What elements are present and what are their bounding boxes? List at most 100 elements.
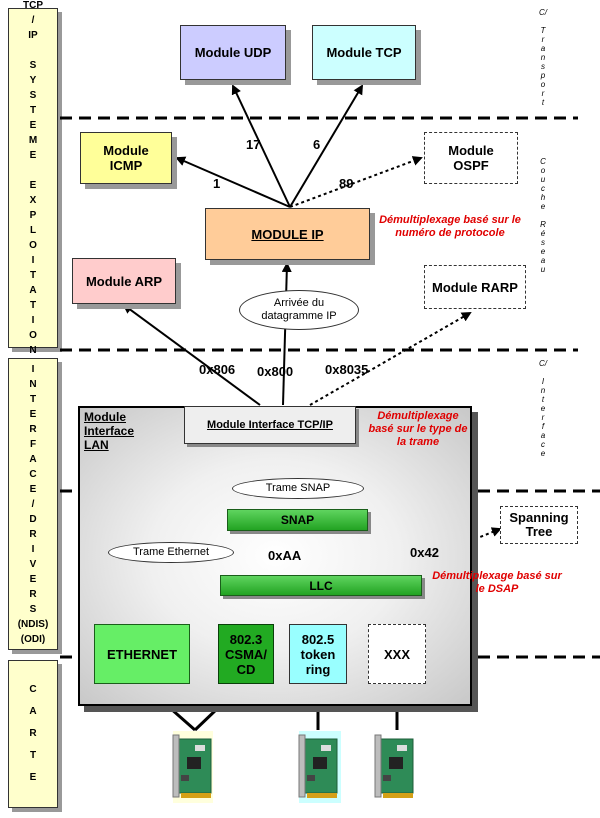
module-interface-tcpip-label: Module Interface TCP/IP [207, 419, 333, 431]
label-transport-char [538, 17, 548, 26]
label-transport-char: p [540, 71, 546, 80]
module-rarp: Module RARP [424, 265, 526, 309]
label-reseau-char: R [540, 220, 546, 229]
label-interface-char [538, 368, 548, 377]
label-udp-protocol: 17 [246, 137, 261, 152]
label-transport-char: n [540, 53, 546, 62]
label-reseau-char: u [540, 265, 546, 274]
label-interface-char: I [541, 377, 545, 386]
layer-tcpip-char: S [29, 90, 37, 101]
driver-ethernet-label: ETHERNET [106, 646, 178, 662]
label-stp-sap: 0x42 [410, 545, 439, 560]
label-transport-char: a [540, 44, 546, 53]
network-card-2-icon [298, 731, 341, 803]
arrow-iface-rarp [309, 312, 472, 406]
label-interface-char: r [541, 413, 545, 422]
label-interface-char: n [540, 386, 546, 395]
module-snap: SNAP [227, 509, 368, 531]
label-reseau-char [538, 211, 548, 220]
layer-interface-char: R [29, 528, 37, 540]
label-transport-char: r [541, 89, 545, 98]
layer-tcpip-char: TCP [23, 0, 43, 11]
layer-tcpip-char: S [29, 60, 37, 71]
driver-xxx: XXX [368, 624, 426, 684]
module-ip: MODULE IP [205, 208, 370, 260]
driver-csma-cd-label: 802.3 CSMA/ CD [225, 631, 267, 677]
note-demux-protocol: Démultiplexage basé sur le numéro de pro… [379, 214, 521, 239]
layer-interface-char: E [29, 573, 37, 585]
driver-token-ring-label: 802.5 token ring [300, 631, 336, 677]
ellipse-arrivee-label: Arrivée du datagramme IP [261, 297, 337, 322]
layer-interface-char: T [29, 393, 37, 405]
label-interface-char: C/ [539, 359, 547, 368]
module-icmp-label: Module ICMP [103, 143, 149, 173]
label-ospf-protocol: 89 [339, 176, 354, 191]
module-udp: Module UDP [180, 25, 286, 80]
layer-tcpip-char: T [29, 270, 37, 281]
layer-interface-char: E [29, 483, 37, 495]
label-reseau-char: a [540, 256, 546, 265]
layer-interface-char: I [31, 363, 35, 375]
layer-interface-char: R [29, 588, 37, 600]
label-interface-char: a [540, 431, 546, 440]
label-reseau-char: h [540, 193, 546, 202]
module-ospf-label: Module OSPF [448, 143, 494, 173]
module-arp: Module ARP [72, 258, 176, 304]
network-card-3-icon [374, 731, 415, 803]
layer-tcpip-char: I [31, 315, 35, 326]
module-spanning-tree-label: Spanning Tree [509, 510, 569, 539]
driver-xxx-label: XXX [383, 646, 410, 662]
layer-interface-char: I [31, 543, 35, 555]
arrow-ip-tcp [289, 84, 364, 208]
module-llc: LLC [220, 575, 422, 596]
module-rarp-label: Module RARP [432, 279, 518, 295]
label-interface-char: c [541, 440, 545, 449]
layer-tcpip-char: A [29, 285, 37, 296]
layer-tcpip-char: I [31, 255, 35, 266]
layer-tcpip-char: L [29, 225, 37, 236]
layer-interface-char: D [29, 513, 37, 525]
arrow-iface-arp [122, 303, 261, 406]
layer-interface-char: F [29, 438, 37, 450]
driver-ethernet: ETHERNET [94, 624, 190, 684]
layer-tcpip-char: / [31, 15, 35, 26]
layer-interface-char: A [29, 453, 37, 465]
module-spanning-tree: Spanning Tree [500, 506, 578, 544]
layer-carte-char: R [29, 728, 37, 739]
label-interface-char: e [540, 404, 546, 413]
network-card-1-icon [172, 731, 213, 803]
label-reseau-char: C [540, 157, 546, 166]
layer-tcpip-char: X [29, 195, 37, 206]
module-arp-label: Module ARP [85, 273, 163, 289]
layer-tcpip-char: M [28, 135, 38, 146]
layer-carte-char: C [29, 684, 37, 695]
label-reseau-char: o [540, 166, 546, 175]
ellipse-arrivee-datagramme: Arrivée du datagramme IP [239, 290, 359, 330]
label-tcp-protocol: 6 [313, 137, 321, 152]
layer-interface-char: / [31, 498, 35, 510]
module-snap-label: SNAP [280, 513, 315, 527]
layer-interface-char: (ODI) [20, 633, 46, 645]
ellipse-trame-snap-label: Trame SNAP [265, 482, 331, 494]
arrow-iface-ip [281, 262, 292, 406]
label-reseau-char: s [541, 238, 545, 247]
module-tcp-label: Module TCP [326, 45, 402, 60]
label-reseau-char: é [540, 229, 546, 238]
module-interface-tcpip: Module Interface TCP/IP [184, 406, 356, 444]
layer-tcpip-char: E [29, 150, 37, 161]
label-transport-char: s [541, 62, 545, 71]
label-transport-char: r [541, 35, 545, 44]
layer-carte-char: T [29, 750, 37, 761]
label-arp-type: 0x806 [199, 362, 236, 377]
layer-tcpip-char: P [29, 210, 37, 221]
label-transport-char: T [540, 26, 546, 35]
layer-tcpip-char: T [29, 300, 37, 311]
arrow-ip-udp [231, 84, 291, 208]
label-reseau-char: e [540, 247, 546, 256]
ellipse-trame-snap: Trame SNAP [232, 478, 364, 499]
layer-tcpip-char: E [29, 120, 37, 131]
layer-tcpip-char: O [29, 240, 37, 251]
